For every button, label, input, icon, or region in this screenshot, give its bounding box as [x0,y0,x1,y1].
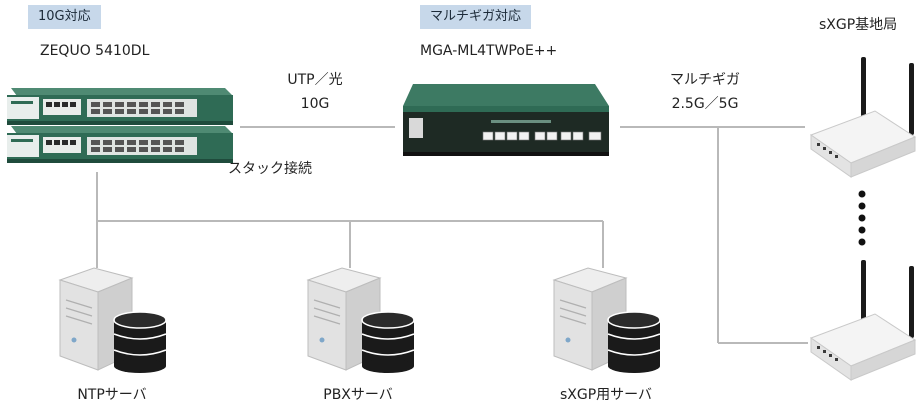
pbx-server-label: PBXサーバ [323,387,393,403]
switch-icon [7,88,233,125]
database-icon [361,311,415,373]
sxgp-server-label: sXGP用サーバ [559,387,653,403]
downlink-label-top: マルチギガ [670,72,740,88]
access-point-top [809,57,917,178]
core-switch-label: ZEQUO 5410DL [40,43,150,59]
pbx-server [306,267,415,373]
poe-switch-label: MGA-ML4TWPoE++ [420,43,558,59]
ntp-server [58,267,167,373]
access-point-bottom [809,260,917,381]
switch-icon [403,84,609,156]
poe-switch [403,84,609,156]
uplink-label-bottom: 10G [300,96,330,112]
access-point-icon [809,260,917,381]
stack-label: スタック接続 [228,161,312,177]
database-icon [607,311,661,373]
downlink-label-bottom: 2.5G／5G [671,96,739,112]
ellipsis-icon [858,190,866,246]
multigig-badge: マルチギガ対応 [420,5,532,29]
database-icon [113,311,167,373]
access-point-icon [809,57,917,178]
sxgp-server [552,267,661,373]
base-station-label: sXGP基地局 [819,17,898,33]
core-switch-stack [7,88,233,163]
switch-icon [7,126,233,163]
ntp-server-label: NTPサーバ [77,387,147,403]
uplink-label-top: UTP／光 [287,72,343,88]
10g-badge: 10G対応 [28,5,101,29]
